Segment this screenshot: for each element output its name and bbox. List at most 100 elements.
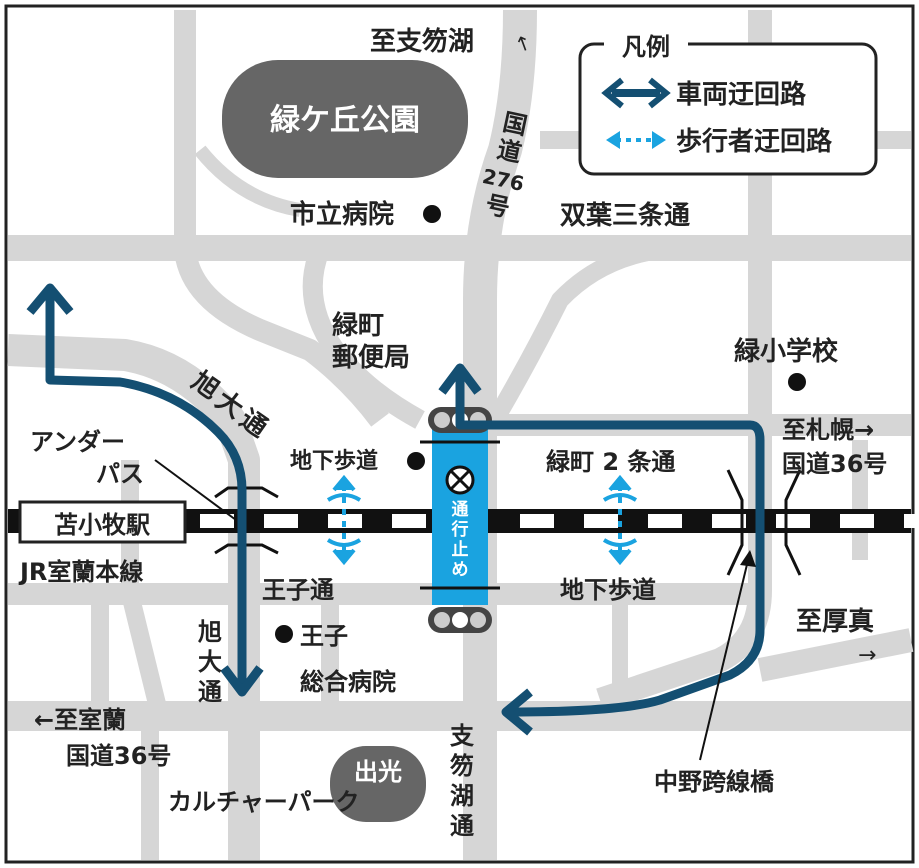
label-shiraoi-4: 通 — [450, 812, 474, 840]
ped-underpass-right — [602, 474, 638, 566]
vehicle-detour-west-arrow-down — [220, 665, 264, 697]
road-to-atsuma — [757, 628, 914, 682]
label-to-atsuma: 至厚真 — [796, 607, 874, 637]
vehicle-detour-west-arrow-up — [26, 283, 74, 315]
label-oji-hospital-2: 総合病院 — [300, 668, 396, 696]
label-to-shikotsu: 至支笏湖 — [370, 26, 474, 57]
label-route-276-1: 国 — [500, 108, 529, 140]
leader-nakano-arrow — [740, 550, 756, 567]
road-mid-left-upper — [302, 246, 425, 429]
ped-arrow-down-icon — [332, 548, 356, 566]
legend-vehicle-arrow-left-icon — [601, 77, 624, 109]
road-asahi-diagonal — [7, 334, 260, 860]
label-underpass-1: アンダー — [30, 428, 125, 456]
rail-dash — [840, 514, 874, 528]
label-shiraoi-1: 支 — [450, 722, 475, 750]
rail-dash — [392, 514, 426, 528]
ped-underpass-left — [326, 474, 362, 566]
label-route-276-4: 号 — [483, 190, 512, 222]
legend-pedestrian-arrow-left-icon — [606, 131, 620, 149]
park-idemitsu — [330, 746, 426, 822]
label-to-sapporo-1: 至札幌→ — [782, 416, 874, 444]
label-to-muroran-1: ←至室蘭 — [34, 706, 126, 734]
vehicle-detours — [26, 283, 765, 736]
rail-dashes — [200, 514, 919, 528]
vehicle-detour-east-arrow-left — [501, 688, 533, 736]
label-chika-right: 地下歩道 — [560, 576, 656, 604]
pedestrian-detours — [326, 474, 638, 566]
vehicle-detour-west — [45, 292, 247, 690]
ped-arrow-down-icon — [608, 548, 632, 566]
rail-dash — [520, 514, 554, 528]
label-nakano-bridge: 中野跨線橋 — [654, 768, 775, 796]
ped-arrow-up-icon — [608, 474, 632, 492]
rail-dash — [904, 514, 919, 528]
label-park: 緑ケ丘公園 — [270, 103, 420, 138]
label-oji-hospital-1: 王子 — [300, 622, 348, 650]
road-right-upper-curve — [487, 241, 662, 425]
signal-lamp-icon — [470, 612, 486, 628]
park-midorigaoka — [222, 60, 468, 178]
label-shiraoi-3: 湖 — [450, 782, 474, 810]
closed-char-4: め — [452, 560, 469, 580]
no-entry-icon-x2 — [449, 469, 471, 491]
label-po-2: 郵便局 — [332, 343, 410, 373]
signal-lamp-icon — [434, 612, 450, 628]
station-box — [18, 500, 187, 544]
ped-stair-top-icon — [602, 493, 638, 502]
closed-char-2: 行 — [451, 519, 469, 540]
label-route-276: 国 道 276 号 — [480, 108, 529, 223]
label-to-shikotsu-arrow: ↑ — [511, 30, 535, 58]
legend-pedestrian-label: 歩行者迂回路 — [676, 126, 833, 157]
closed-char-1: 通 — [452, 500, 469, 520]
label-idemitsu-2: カルチャーパーク — [168, 788, 360, 816]
label-school: 緑小学校 — [734, 336, 839, 367]
vehicle-detour-east-arrow-up — [438, 363, 482, 395]
label-asahi-vert-1: 旭 — [197, 618, 222, 646]
rail-dash — [200, 514, 234, 528]
rail-dash — [264, 514, 298, 528]
closed-char-3: 止 — [452, 539, 469, 560]
label-midorimachi2: 緑町 2 条通 — [546, 448, 675, 476]
label-po-1: 緑町 — [332, 310, 384, 341]
station-label: 苫小牧駅 — [54, 511, 150, 539]
rail-dash — [584, 514, 618, 528]
legend-title: 凡例 — [622, 33, 670, 61]
ped-stair-bottom-icon — [602, 538, 638, 547]
ped-stair-bottom-icon — [326, 538, 362, 547]
legend-title-bg — [604, 30, 688, 60]
label-jr-line: JR室蘭本線 — [18, 558, 143, 586]
closed-bar — [432, 425, 488, 605]
legend: 凡例 車両迂回路 歩行者迂回路 — [578, 30, 878, 176]
closed-section: 通 行 止 め — [420, 425, 500, 605]
vehicle-detour-east — [455, 375, 765, 717]
road-top-mid — [194, 145, 302, 217]
label-hospital-city: 市立病院 — [290, 199, 394, 230]
label-oji-dori: 王子通 — [262, 576, 334, 604]
label-shiraoi-2: 笏 — [450, 752, 474, 780]
bridge-marks — [726, 469, 802, 576]
legend-vehicle-arrow-right-icon — [648, 77, 671, 109]
label-asahi-vert-2: 大 — [198, 648, 222, 676]
label-futaba: 双葉三条通 — [560, 201, 690, 231]
ped-arrow-up-icon — [332, 474, 356, 492]
road-route-276 — [463, 9, 537, 860]
rail-dash — [648, 514, 682, 528]
legend-pedestrian-arrow-right-icon — [652, 131, 666, 149]
bridge-mark-left — [726, 469, 744, 576]
label-underpass-2: パス — [96, 460, 144, 488]
rail-dash — [776, 514, 810, 528]
signal-lamp-icon — [434, 412, 450, 428]
legend-vehicle-label: 車両迂回路 — [676, 79, 807, 110]
leader-nakano — [699, 551, 751, 761]
label-chika-left: 地下歩道 — [290, 448, 378, 474]
ped-stair-top-icon — [326, 493, 362, 502]
label-asahi-vert-3: 通 — [198, 678, 222, 706]
leader-underpass — [154, 459, 237, 521]
post-office-marker — [407, 452, 425, 470]
label-idemitsu-1: 出光 — [354, 758, 402, 786]
road-left-upper — [174, 10, 389, 427]
label-to-muroran-2: 国道36号 — [66, 742, 171, 770]
school-marker — [788, 373, 806, 391]
